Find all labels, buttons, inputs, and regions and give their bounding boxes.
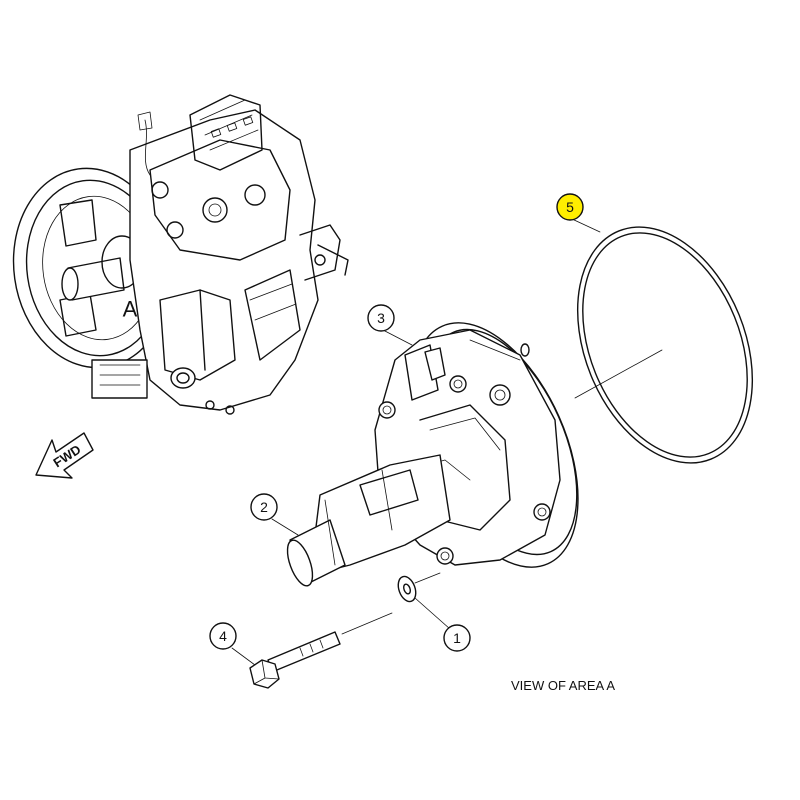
view-caption: VIEW OF AREA A xyxy=(511,678,615,693)
o-ring-seal xyxy=(576,226,754,464)
leader-5 xyxy=(571,218,601,233)
leader-1 xyxy=(414,597,451,630)
washer-axis xyxy=(414,572,441,584)
transmission-assembly xyxy=(12,94,349,415)
callout-1: 1 xyxy=(443,624,471,652)
axis-line xyxy=(574,349,663,399)
bolt-axis xyxy=(341,612,393,635)
pump-housing xyxy=(374,322,579,568)
svg-text:1: 1 xyxy=(453,630,461,646)
area-a-marker: A xyxy=(123,297,138,322)
washer xyxy=(397,575,417,603)
leader-2 xyxy=(271,518,299,536)
svg-text:5: 5 xyxy=(566,199,574,215)
leader-4 xyxy=(231,647,256,666)
svg-text:4: 4 xyxy=(219,628,227,644)
callout-4: 4 xyxy=(209,622,237,650)
callout-2: 2 xyxy=(250,493,278,521)
callout-5: 5 xyxy=(556,193,584,221)
callout-3: 3 xyxy=(367,304,395,332)
leader-3 xyxy=(382,329,413,346)
drive-shaft xyxy=(286,454,451,587)
svg-text:2: 2 xyxy=(260,499,268,515)
fwd-arrow: FWD xyxy=(35,432,94,479)
hex-bolt xyxy=(249,631,341,689)
svg-text:3: 3 xyxy=(377,310,385,326)
